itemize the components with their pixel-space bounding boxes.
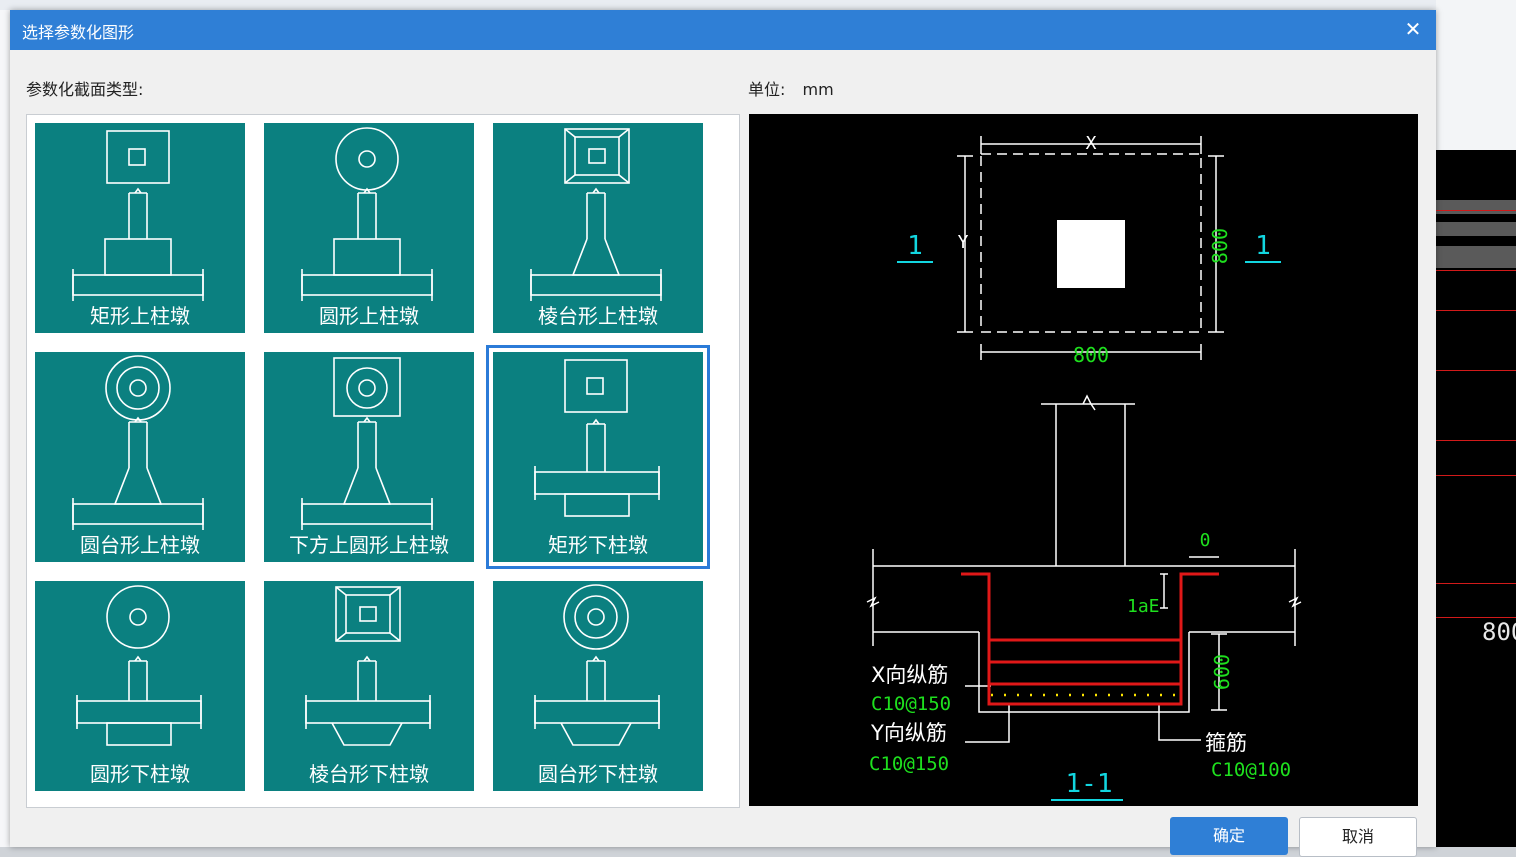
shape-cell: 矩形上柱墩 xyxy=(27,115,256,344)
plan-outline xyxy=(980,153,1202,333)
plan-dim-y: Y xyxy=(958,232,969,253)
background-dimension-text: 800 xyxy=(1482,618,1516,646)
y-bar-label: Y向纵筋 xyxy=(870,721,947,745)
anchor-dim: 1aE xyxy=(1127,596,1160,617)
dialog-title: 选择参数化图形 xyxy=(22,23,135,42)
stirrup-value: C10@100 xyxy=(1211,759,1291,781)
shape-tile[interactable]: 圆形上柱墩 xyxy=(264,123,474,333)
plan-dim-height: 800 xyxy=(1208,228,1232,264)
shape-cell: 矩形下柱墩 xyxy=(485,344,714,573)
shape-thumbnail-icon xyxy=(72,130,204,301)
shape-cell: 棱台形下柱墩 xyxy=(256,573,485,802)
cover-dim: 0 xyxy=(1200,530,1211,551)
shape-tile[interactable]: 圆形下柱墩 xyxy=(35,581,245,791)
unit-caption: 单位: xyxy=(748,80,786,99)
shape-thumbnail-icon xyxy=(72,355,204,530)
shape-thumbnail-icon xyxy=(534,359,660,517)
background-red-line xyxy=(1436,310,1516,311)
background-red-line xyxy=(1436,617,1516,618)
dialog-titlebar[interactable]: 选择参数化图形 ✕ xyxy=(10,10,1436,50)
background-gray-band xyxy=(1436,200,1516,214)
shape-cell: 圆形上柱墩 xyxy=(256,115,485,344)
shape-thumbnail-icon xyxy=(534,584,660,746)
shape-tile-label: 下方上圆形上柱墩 xyxy=(289,533,449,557)
x-bar-value: C10@150 xyxy=(871,693,951,715)
pier-outline xyxy=(978,632,1190,713)
shape-tile-label: 矩形下柱墩 xyxy=(548,533,648,557)
preview-drawing: X Y 800 800 1 1 0 1aE 600 X向纵筋 C10@150 Y… xyxy=(866,133,1302,801)
shape-tile[interactable]: 矩形下柱墩 xyxy=(486,345,710,569)
shape-thumbnail-icon xyxy=(301,127,433,301)
shape-tile-label: 棱台形下柱墩 xyxy=(309,762,429,786)
select-parametric-shape-dialog: 选择参数化图形 ✕ 参数化截面类型: 单位: mm 矩形上柱墩 圆形上柱墩 棱台形上… xyxy=(10,10,1436,857)
shape-thumbnail-icon xyxy=(76,585,202,746)
section-title: 1-1 xyxy=(1066,769,1113,799)
shape-tile[interactable]: 圆台形下柱墩 xyxy=(493,581,703,791)
background-red-line xyxy=(1436,475,1516,476)
stirrup-label: 箍筋 xyxy=(1205,731,1247,755)
background-gray-band xyxy=(1436,246,1516,268)
close-icon[interactable]: ✕ xyxy=(1404,17,1422,41)
ok-button[interactable]: 确定 xyxy=(1170,817,1288,855)
shape-tile-label: 圆台形上柱墩 xyxy=(80,533,200,557)
unit-label: 单位: mm xyxy=(748,76,834,100)
x-bar-label: X向纵筋 xyxy=(871,663,948,687)
preview-canvas: X Y 800 800 1 1 0 1aE 600 X向纵筋 C10@150 Y… xyxy=(749,114,1418,806)
shape-tile[interactable]: 矩形上柱墩 xyxy=(35,123,245,333)
shape-tile[interactable]: 棱台形下柱墩 xyxy=(264,581,474,791)
stirrup-rebar xyxy=(961,572,1219,706)
background-red-line xyxy=(1436,210,1516,211)
shape-tile-label: 棱台形上柱墩 xyxy=(538,304,658,328)
plan-column-square xyxy=(1057,220,1125,288)
plan-dim-width: 800 xyxy=(1073,343,1109,367)
shape-tile[interactable]: 圆台形上柱墩 xyxy=(35,352,245,562)
shape-cell: 棱台形上柱墩 xyxy=(485,115,714,344)
cancel-button[interactable]: 取消 xyxy=(1299,817,1417,857)
shape-tile-label: 圆形下柱墩 xyxy=(90,762,190,786)
y-bar-value: C10@150 xyxy=(869,753,949,775)
shape-cell: 下方上圆形上柱墩 xyxy=(256,344,485,573)
shape-thumbnail-icon xyxy=(305,586,431,746)
unit-value: mm xyxy=(802,80,834,99)
shape-thumbnail-icon xyxy=(530,128,662,301)
shape-tile-label: 圆台形下柱墩 xyxy=(538,762,658,786)
shape-tile[interactable]: 棱台形上柱墩 xyxy=(493,123,703,333)
shape-cell: 圆台形上柱墩 xyxy=(27,344,256,573)
section-mark-right: 1 xyxy=(1255,231,1271,261)
shape-tile-label: 圆形上柱墩 xyxy=(319,304,419,328)
background-red-line xyxy=(1436,583,1516,584)
rebar-drawing xyxy=(961,572,1219,706)
shape-cell: 圆台形下柱墩 xyxy=(485,573,714,802)
background-cad-canvas[interactable] xyxy=(1436,150,1516,847)
shape-cell: 圆形下柱墩 xyxy=(27,573,256,802)
background-red-line xyxy=(1436,440,1516,441)
background-red-line xyxy=(1436,370,1516,371)
background-gray-band xyxy=(1436,222,1516,236)
shape-tile-label: 矩形上柱墩 xyxy=(90,304,190,328)
section-mark-left: 1 xyxy=(907,231,923,261)
shape-grid: 矩形上柱墩 圆形上柱墩 棱台形上柱墩圆台形上柱墩 下方上圆形上柱墩 矩形下柱墩圆形下柱墩… xyxy=(26,114,740,808)
section-type-label: 参数化截面类型: xyxy=(26,80,144,99)
background-red-line xyxy=(1436,270,1516,271)
depth-dim: 600 xyxy=(1210,654,1234,690)
plan-dim-x: X xyxy=(1086,133,1097,154)
shape-tile[interactable]: 下方上圆形上柱墩 xyxy=(264,352,474,562)
shape-thumbnail-icon xyxy=(301,357,433,530)
